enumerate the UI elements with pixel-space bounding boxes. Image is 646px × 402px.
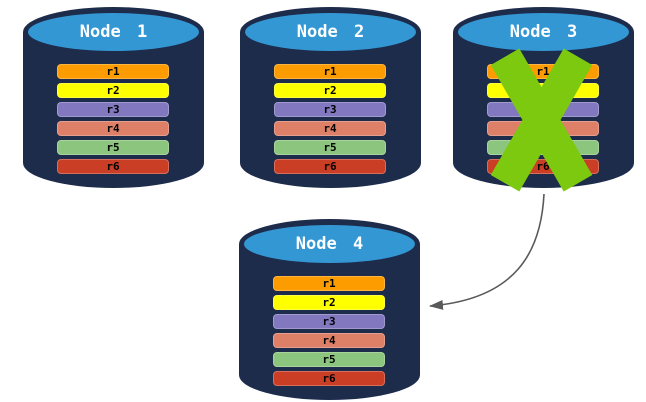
node-cylinder-2: Node 2 r1 r2 r3 r4 r5 r6 (240, 7, 421, 188)
node-cylinder-3: Node 3 r1 r2 r3 r4 r5 r6 (453, 7, 634, 192)
replica-row: r4 (274, 121, 386, 136)
replica-row: r6 (273, 371, 385, 386)
replica-row: r4 (57, 121, 169, 136)
replica-row: r6 (274, 159, 386, 174)
replica-row: r2 (274, 83, 386, 98)
replica-row: r4 (273, 333, 385, 348)
node-cylinder-4: Node 4 r1 r2 r3 r4 r5 r6 (239, 219, 420, 400)
replica-row-list: r1 r2 r3 r4 r5 r6 (57, 64, 169, 174)
node-title: Node 3 (509, 22, 578, 42)
node-title: Node 2 (296, 22, 365, 42)
node-title: Node 1 (79, 22, 148, 42)
replica-row: r1 (274, 64, 386, 79)
replica-row-list: r1 r2 r3 r4 r5 r6 (274, 64, 386, 174)
replica-row: r5 (57, 140, 169, 155)
node-title: Node 4 (295, 234, 364, 254)
replica-row: r1 (57, 64, 169, 79)
replica-row: r5 (273, 352, 385, 367)
replica-row: r2 (273, 295, 385, 310)
node-cylinder-1: Node 1 r1 r2 r3 r4 r5 r6 (23, 7, 204, 188)
replica-row: r1 (273, 276, 385, 291)
cylinder-top-ellipse: Node 2 (245, 13, 416, 51)
replica-row-list: r1 r2 r3 r4 r5 r6 (273, 276, 385, 386)
failure-x-icon (453, 7, 634, 192)
replica-row: r2 (57, 83, 169, 98)
replica-row: r3 (57, 102, 169, 117)
replica-row: r3 (274, 102, 386, 117)
cylinder-top-ellipse: Node 1 (28, 13, 199, 51)
cylinder-top-ellipse: Node 3 (458, 13, 629, 51)
replica-row: r5 (274, 140, 386, 155)
replica-row: r6 (57, 159, 169, 174)
cylinder-top-ellipse: Node 4 (244, 225, 415, 263)
replica-row: r3 (273, 314, 385, 329)
